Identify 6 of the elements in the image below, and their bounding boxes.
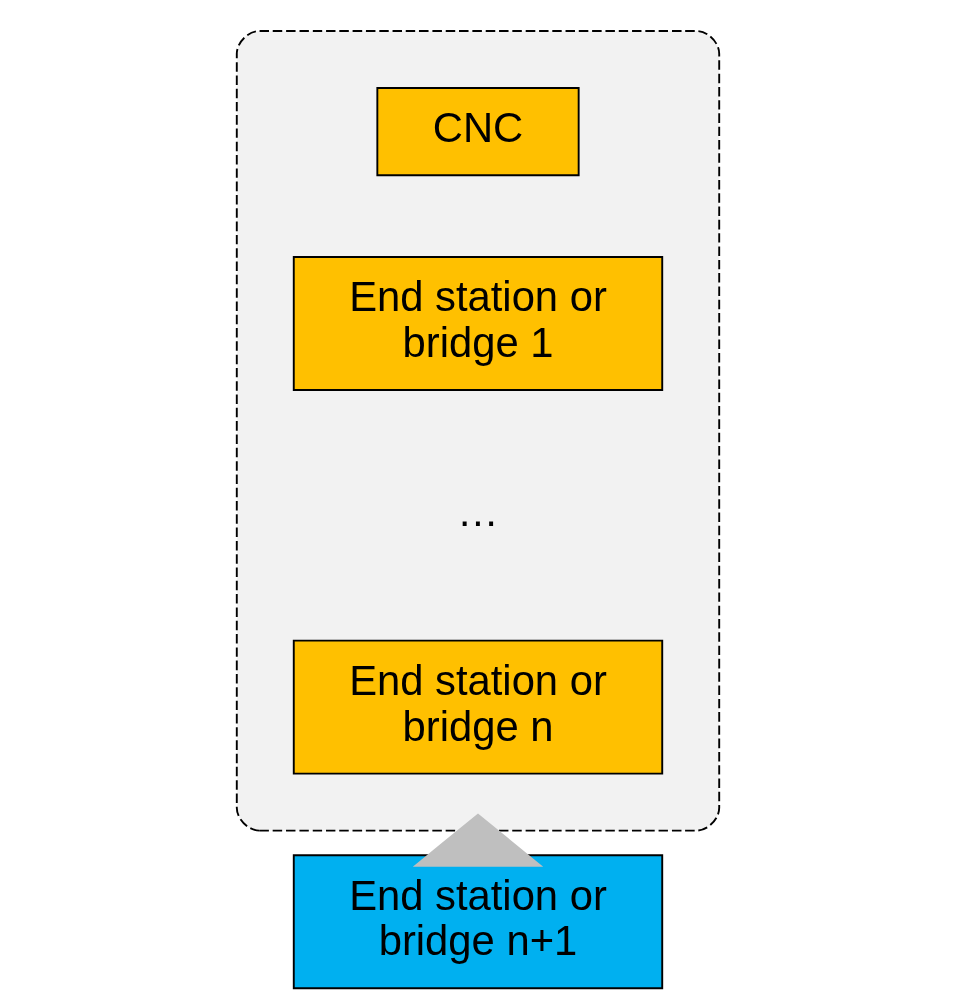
label: … (456, 487, 499, 535)
node-box: End station or bridge 1 (292, 256, 663, 391)
node-box: CNC (375, 87, 580, 177)
arrow (412, 813, 543, 867)
cluster (235, 30, 720, 832)
node-box: End station or bridge n (292, 639, 663, 775)
